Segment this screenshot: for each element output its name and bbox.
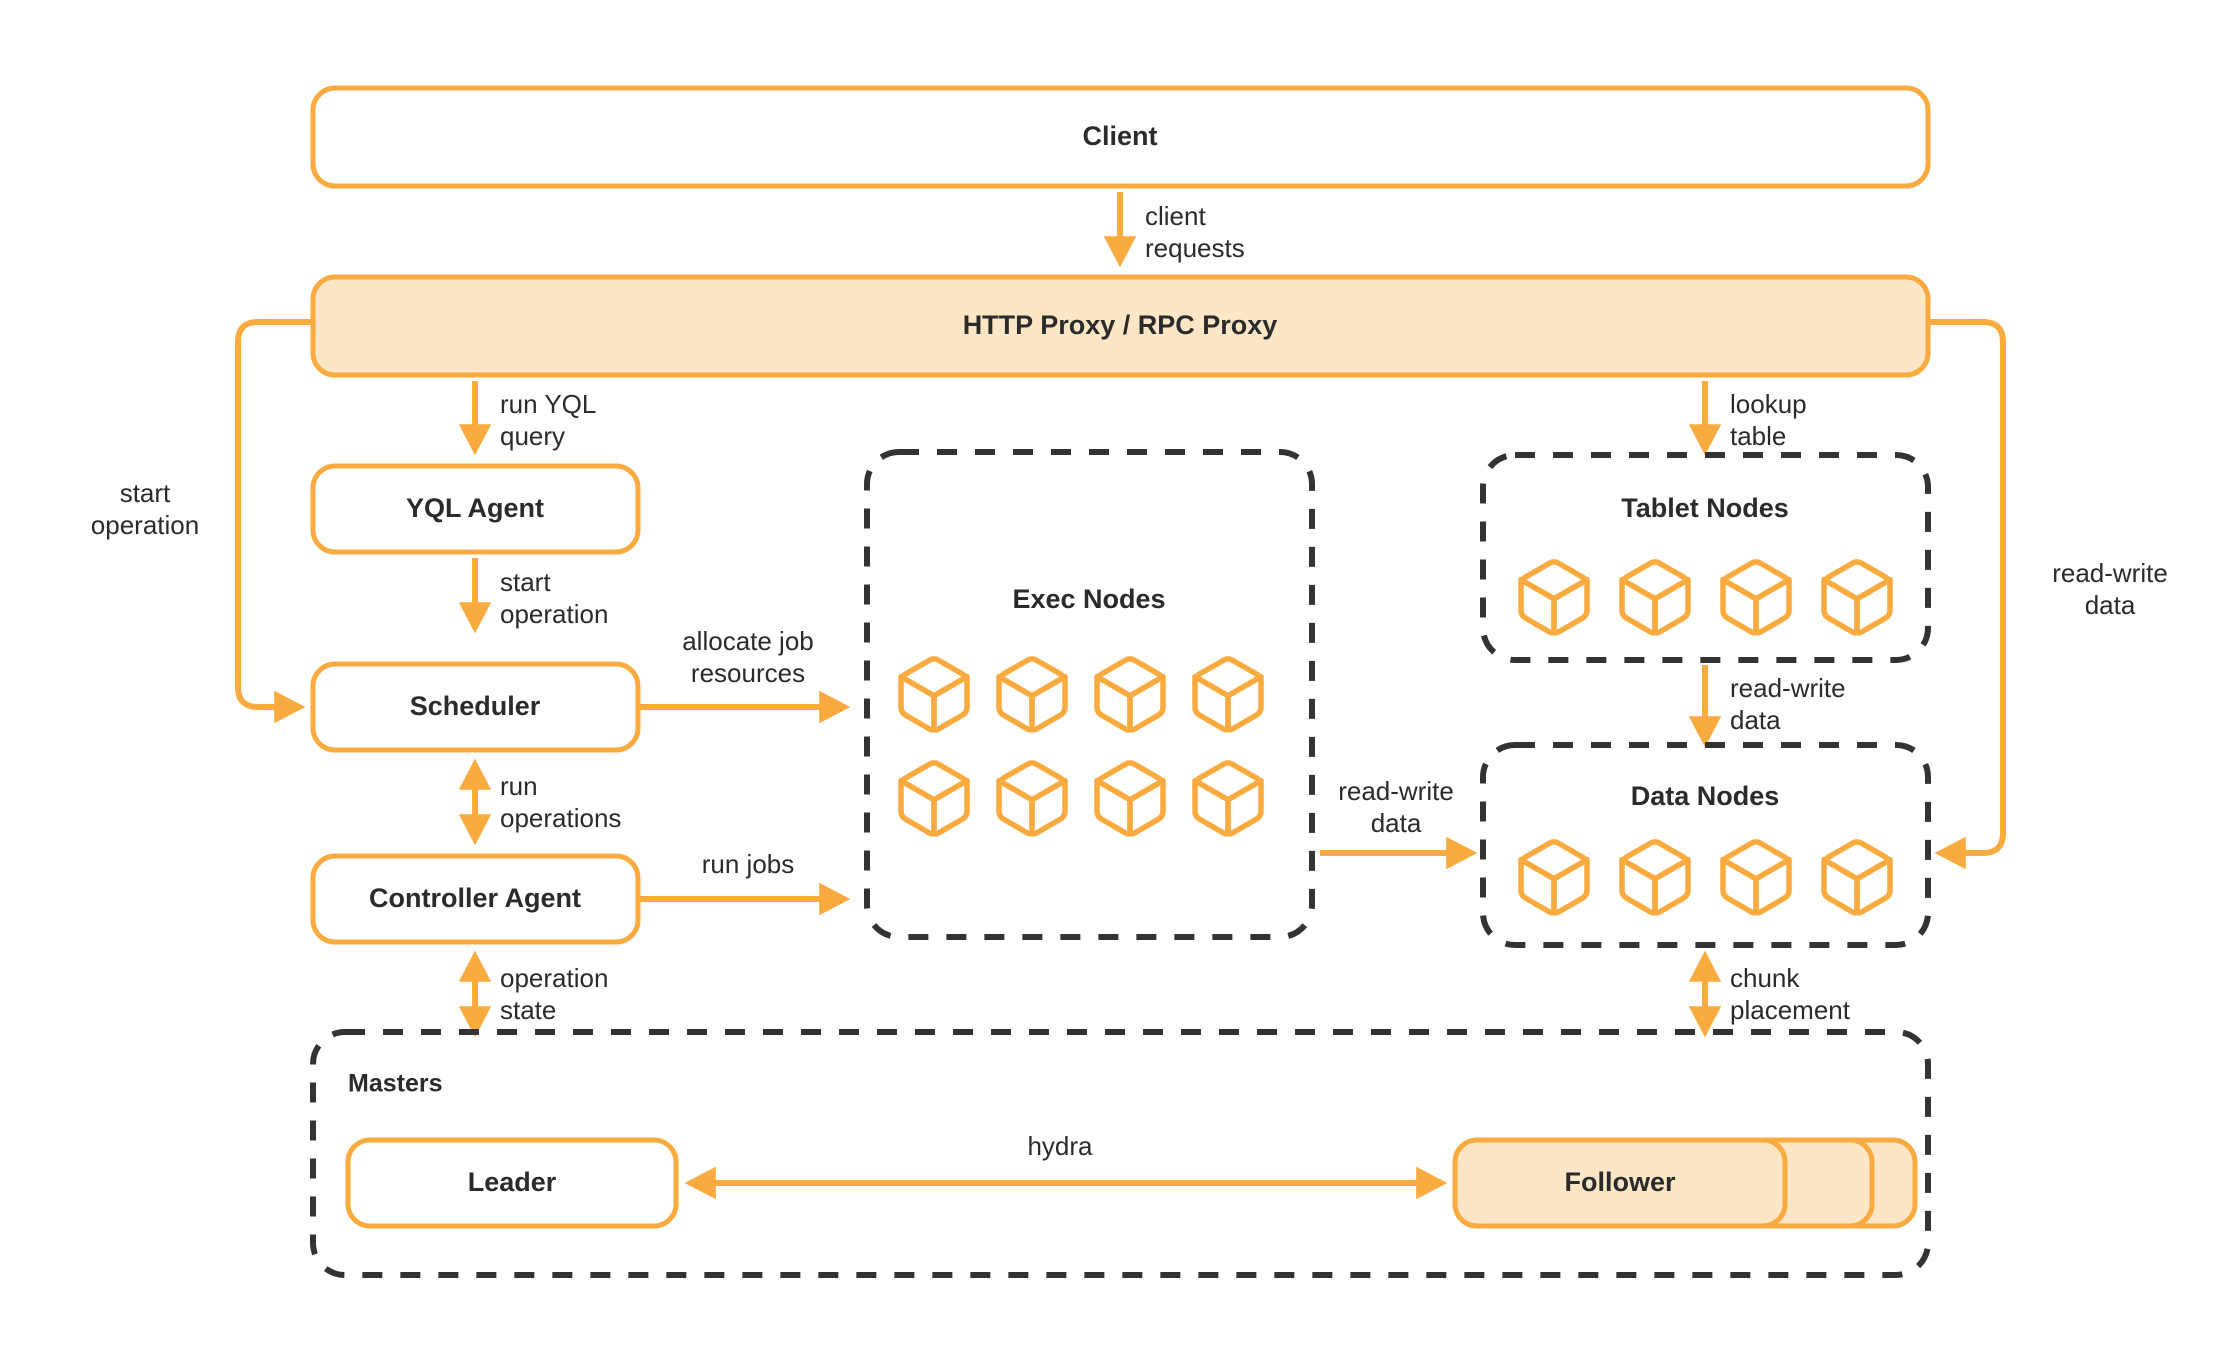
exec-nodes-boundary[interactable] bbox=[864, 449, 1315, 940]
group-masters[interactable]: Masters Leader hydra Follower bbox=[310, 1029, 1931, 1278]
edge-proxy-to-scheduler: start operation bbox=[91, 319, 313, 724]
tablet-nodes-label: Tablet Nodes bbox=[1621, 493, 1789, 523]
exec-node-cube[interactable] bbox=[999, 659, 1065, 730]
client-label: Client bbox=[1082, 121, 1157, 151]
proxy-to-tablet-label-line2: table bbox=[1730, 421, 1786, 451]
edge-exec-nodes-to-data-nodes: read-write data bbox=[1320, 776, 1478, 870]
edge-proxy-to-tablet-nodes: lookup table bbox=[1688, 381, 1807, 456]
node-leader[interactable]: Leader bbox=[345, 1137, 679, 1229]
controller-agent-label: Controller Agent bbox=[369, 883, 581, 913]
edge-leader-follower: hydra bbox=[684, 1131, 1448, 1200]
exec-node-cube[interactable] bbox=[999, 763, 1065, 834]
data-masters-label-line1: chunk bbox=[1730, 963, 1800, 993]
exec-node-cube[interactable] bbox=[901, 763, 967, 834]
tablet-node-cube[interactable] bbox=[1622, 562, 1688, 633]
scheduler-controller-label-line1: run bbox=[500, 771, 538, 801]
data-node-cube[interactable] bbox=[1521, 842, 1587, 913]
controller-masters-label-line1: operation bbox=[500, 963, 608, 993]
proxy-to-yql-agent-label-line2: query bbox=[500, 421, 565, 451]
edge-tablet-nodes-to-data-nodes: read-write data bbox=[1688, 665, 1846, 748]
controller-agent-to-exec-label: run jobs bbox=[702, 849, 795, 879]
data-masters-label-line2: placement bbox=[1730, 995, 1851, 1025]
exec-node-cube[interactable] bbox=[1195, 659, 1261, 730]
yql-agent-to-scheduler-label-line2: operation bbox=[500, 599, 608, 629]
proxy-to-data-nodes-arrow bbox=[1928, 319, 2006, 870]
edge-controller-agent-to-exec-nodes: run jobs bbox=[640, 849, 851, 916]
proxy-to-scheduler-arrow bbox=[235, 319, 313, 724]
proxy-to-data-label-line1: read-write bbox=[2052, 558, 2168, 588]
edge-proxy-to-data-nodes: read-write data bbox=[1928, 319, 2168, 870]
data-node-cube[interactable] bbox=[1824, 842, 1890, 913]
proxy-to-tablet-label-line1: lookup bbox=[1730, 389, 1807, 419]
masters-boundary[interactable] bbox=[310, 1029, 1931, 1278]
edge-scheduler-to-exec-nodes: allocate job resources bbox=[640, 626, 851, 724]
node-controller-agent[interactable]: Controller Agent bbox=[310, 853, 641, 945]
node-client[interactable]: Client bbox=[310, 85, 1931, 189]
node-follower[interactable]: Follower bbox=[1452, 1137, 1918, 1229]
data-node-cube[interactable] bbox=[1723, 842, 1789, 913]
edge-client-to-proxy: client requests bbox=[1103, 192, 1245, 268]
client-to-proxy-label-line2: requests bbox=[1145, 233, 1245, 263]
node-proxy[interactable]: HTTP Proxy / RPC Proxy bbox=[310, 274, 1931, 378]
yql-agent-label: YQL Agent bbox=[406, 493, 544, 523]
data-node-cube[interactable] bbox=[1622, 842, 1688, 913]
scheduler-controller-label-line2: operations bbox=[500, 803, 621, 833]
edge-scheduler-controller-agent: run operations bbox=[458, 758, 621, 846]
yql-agent-to-scheduler-label-line1: start bbox=[500, 567, 551, 597]
proxy-to-data-label-line2: data bbox=[2085, 590, 2136, 620]
client-to-proxy-label-line1: client bbox=[1145, 201, 1206, 231]
scheduler-to-exec-label-line2: resources bbox=[691, 658, 805, 688]
leader-box[interactable] bbox=[345, 1137, 679, 1229]
exec-node-cube[interactable] bbox=[1097, 659, 1163, 730]
node-scheduler[interactable]: Scheduler bbox=[310, 661, 641, 753]
node-yql-agent[interactable]: YQL Agent bbox=[310, 463, 641, 555]
exec-to-data-label-line2: data bbox=[1371, 808, 1422, 838]
proxy-to-scheduler-label-line1: start bbox=[120, 478, 171, 508]
scheduler-label: Scheduler bbox=[410, 691, 541, 721]
scheduler-to-exec-label-line1: allocate job bbox=[682, 626, 814, 656]
tablet-node-cube[interactable] bbox=[1824, 562, 1890, 633]
proxy-label: HTTP Proxy / RPC Proxy bbox=[963, 310, 1278, 340]
hydra-label: hydra bbox=[1027, 1131, 1093, 1161]
proxy-to-scheduler-label-line2: operation bbox=[91, 510, 199, 540]
exec-node-cube[interactable] bbox=[1195, 763, 1261, 834]
tablet-to-data-label-line1: read-write bbox=[1730, 673, 1846, 703]
group-tablet-nodes[interactable]: Tablet Nodes bbox=[1480, 452, 1931, 663]
controller-masters-label-line2: state bbox=[500, 995, 556, 1025]
masters-label: Masters bbox=[348, 1070, 443, 1098]
edge-data-nodes-to-masters: chunk placement bbox=[1688, 950, 1851, 1038]
exec-node-cube[interactable] bbox=[901, 659, 967, 730]
edge-proxy-to-yql-agent: run YQL query bbox=[458, 381, 596, 456]
follower-label: Follower bbox=[1564, 1167, 1675, 1197]
exec-to-data-label-line1: read-write bbox=[1338, 776, 1454, 806]
follower-box[interactable] bbox=[1452, 1137, 1788, 1229]
group-exec-nodes[interactable]: Exec Nodes bbox=[864, 449, 1315, 940]
leader-label: Leader bbox=[468, 1167, 557, 1197]
tablet-nodes-boundary[interactable] bbox=[1480, 452, 1931, 663]
tablet-to-data-label-line2: data bbox=[1730, 705, 1781, 735]
edge-controller-agent-to-masters: operation state bbox=[458, 950, 608, 1038]
edge-yql-agent-to-scheduler: start operation bbox=[458, 558, 608, 634]
data-nodes-label: Data Nodes bbox=[1631, 781, 1780, 811]
tablet-node-cube[interactable] bbox=[1723, 562, 1789, 633]
data-nodes-boundary[interactable] bbox=[1480, 742, 1931, 948]
group-data-nodes[interactable]: Data Nodes bbox=[1480, 742, 1931, 948]
proxy-box[interactable] bbox=[310, 274, 1931, 378]
exec-node-cube[interactable] bbox=[1097, 763, 1163, 834]
exec-nodes-label: Exec Nodes bbox=[1012, 584, 1165, 614]
scheduler-box[interactable] bbox=[310, 661, 641, 753]
tablet-node-cube[interactable] bbox=[1521, 562, 1587, 633]
client-box[interactable] bbox=[310, 85, 1931, 189]
controller-agent-box[interactable] bbox=[310, 853, 641, 945]
proxy-to-yql-agent-label-line1: run YQL bbox=[500, 389, 596, 419]
yql-agent-box[interactable] bbox=[310, 463, 641, 555]
